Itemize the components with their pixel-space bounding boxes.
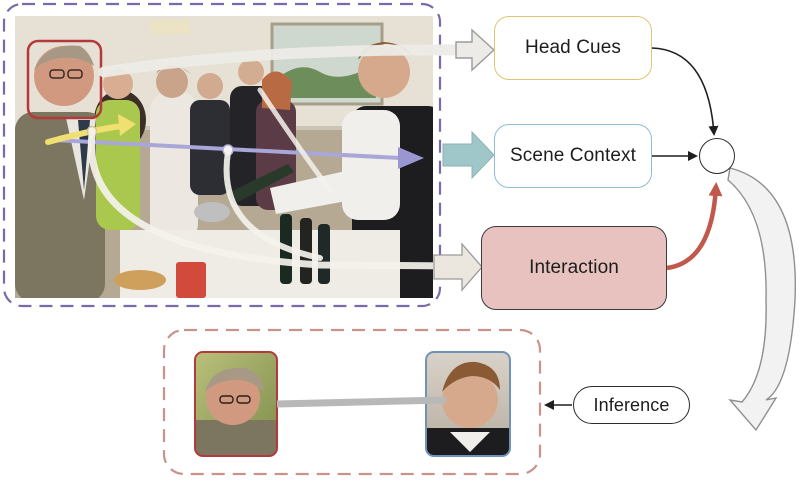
fusion-to-inference-arrow (727, 167, 797, 432)
interaction-label: Interaction (529, 257, 619, 278)
interaction-to-fusion (666, 182, 723, 271)
face-box-b (425, 351, 511, 457)
fusion-circle-icon (699, 138, 735, 174)
interaction-input-arrow (433, 242, 483, 292)
interaction-stream-b (223, 149, 323, 261)
face-thumbnail-a (195, 352, 277, 456)
inference-box: Inference (573, 386, 690, 424)
scene-context-box: Scene Context (494, 124, 652, 188)
head-cues-box: Head Cues (494, 16, 652, 80)
scene-context-input-arrow (442, 130, 495, 180)
interaction-stream-c (257, 87, 333, 193)
head-box-person-a (26, 39, 103, 120)
head-gaze-arrowhead (118, 114, 136, 136)
head-cue-arrowhead (455, 28, 496, 72)
scene-frame (2, 2, 442, 308)
head-cues-label: Head Cues (525, 37, 621, 58)
scene-context-label: Scene Context (510, 145, 636, 166)
interaction-box: Interaction (481, 226, 667, 310)
mutual-gaze-link (276, 396, 447, 408)
head-cue-stream (98, 44, 480, 78)
head-cues-to-fusion (651, 47, 719, 136)
inference-label: Inference (593, 394, 670, 415)
interaction-stream-a (87, 130, 466, 270)
scene-gaze-arrowhead (398, 147, 424, 169)
output-frame (162, 328, 542, 476)
face-thumbnail-b (426, 352, 510, 456)
